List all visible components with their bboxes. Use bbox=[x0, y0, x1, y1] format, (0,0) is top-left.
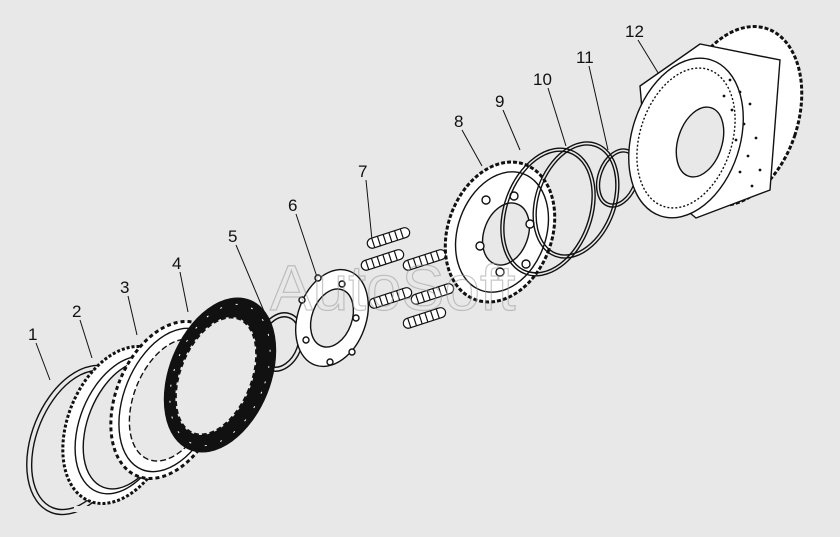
callout-4: 4 bbox=[172, 254, 181, 273]
callout-2: 2 bbox=[72, 302, 81, 321]
callout-8: 8 bbox=[454, 112, 463, 131]
callout-5: 5 bbox=[228, 227, 237, 246]
watermark-text: AutoSoft bbox=[270, 252, 516, 324]
callout-12: 12 bbox=[625, 22, 644, 41]
callout-6: 6 bbox=[288, 196, 297, 215]
part-10-seal-ring bbox=[532, 141, 620, 259]
callout-7: 7 bbox=[358, 162, 367, 181]
callout-10: 10 bbox=[533, 70, 552, 89]
part-8-piston bbox=[443, 160, 557, 304]
callout-11: 11 bbox=[576, 48, 594, 67]
callout-3: 3 bbox=[120, 278, 129, 297]
part-7-return-springs bbox=[360, 227, 455, 329]
leader-lines bbox=[35, 39, 661, 381]
callout-9: 9 bbox=[495, 92, 504, 111]
part-4-friction-disc bbox=[163, 297, 277, 453]
callout-1: 1 bbox=[28, 325, 37, 344]
callout-labels: 1 2 3 4 5 6 7 8 9 10 11 12 bbox=[28, 22, 644, 344]
part-6-spring-retainer bbox=[295, 268, 369, 368]
part-12-clutch-drum bbox=[628, 25, 804, 219]
